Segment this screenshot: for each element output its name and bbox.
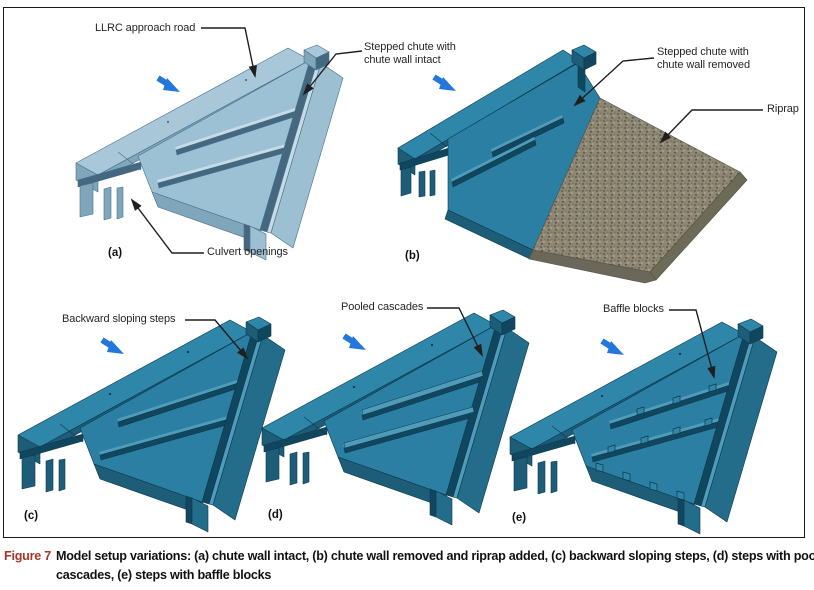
label-line: Stepped chute with: [657, 46, 749, 58]
figure-caption-number: Figure 7: [4, 549, 51, 563]
label-line: chute wall intact: [364, 54, 441, 66]
model-pooled-cascades: [262, 310, 529, 525]
callout-backward-sloping-steps: [185, 319, 249, 360]
figure-caption: Figure 7 Model setup variations: (a) chu…: [4, 547, 814, 585]
model-chute-wall-intact: [76, 45, 343, 260]
panel-letter-e: (e): [512, 512, 527, 524]
figure-caption-text: Model setup variations: (a) chute wall i…: [56, 547, 814, 585]
label-culvert-openings: Culvert openings: [207, 246, 288, 258]
callout-pooled-cascades: [427, 307, 483, 357]
flow-arrow-icon-d: [344, 336, 366, 350]
label-pooled-cascades: Pooled cascades: [341, 301, 424, 313]
label-stepped-chute-wall-intact: Stepped chute with chute wall intact: [364, 41, 456, 67]
callout-baffle-blocks: [669, 309, 716, 380]
callout-riprap: [659, 109, 763, 144]
baffle-block-teeth: [595, 383, 717, 501]
label-riprap: Riprap: [767, 103, 799, 115]
flow-arrow-icon-c: [102, 340, 124, 354]
callout-culvert-openings: [130, 198, 204, 254]
label-line: chute wall removed: [657, 59, 750, 71]
panel-letter-b: (b): [405, 250, 420, 262]
panel-letter-c: (c): [24, 510, 39, 522]
caption-line-2: cascades, (e) steps with baffle blocks: [56, 568, 272, 582]
flow-arrow-icon-a: [158, 78, 180, 92]
flow-arrow-icon-e: [602, 341, 624, 355]
label-stepped-chute-wall-removed: Stepped chute with chute wall removed: [657, 46, 750, 72]
label-baffle-blocks: Baffle blocks: [603, 303, 664, 315]
callout-stepped-chute-intact: [302, 50, 363, 96]
model-chute-wall-removed-riprap: [397, 44, 748, 284]
model-backward-sloping-steps: [18, 317, 285, 532]
panel-letter-d: (d): [268, 509, 283, 521]
callout-llrc-approach-road: [201, 27, 257, 79]
flow-arrow-icon-b: [434, 77, 456, 91]
model-baffle-blocks: [510, 319, 777, 534]
panel-letter-a: (a): [108, 247, 123, 259]
callout-stepped-chute-removed: [573, 57, 655, 107]
callout-lines: [130, 27, 763, 380]
caption-line-1: Model setup variations: (a) chute wall i…: [56, 549, 814, 563]
riprap-apron: [528, 97, 748, 284]
pooled-cascade-weirs: [343, 370, 484, 449]
label-llrc-approach-road: LLRC approach road: [95, 22, 196, 34]
label-line: Stepped chute with: [364, 41, 456, 53]
label-backward-sloping-steps: Backward sloping steps: [62, 313, 176, 325]
